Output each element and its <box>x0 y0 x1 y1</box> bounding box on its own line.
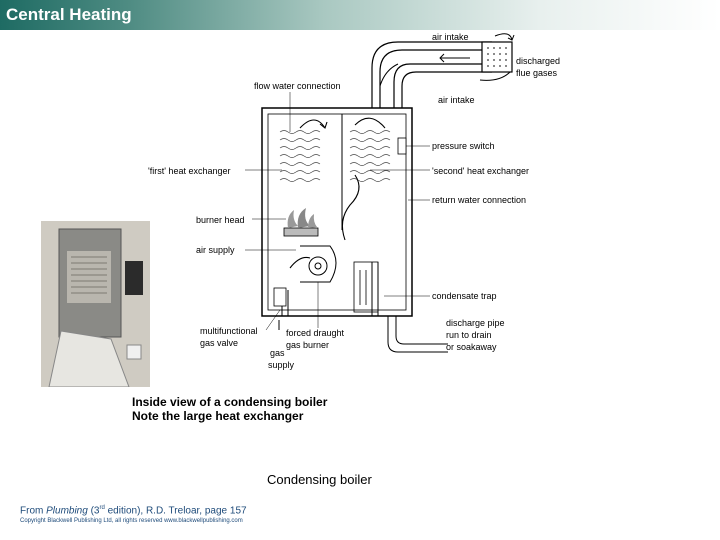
label-return-water-connection: return water connection <box>432 195 527 205</box>
flue-duct <box>371 41 513 110</box>
caption-line-1: Inside view of a condensing boiler <box>132 395 328 409</box>
flue-grille <box>487 47 507 67</box>
source-prefix: From <box>20 505 47 517</box>
page-title: Central Heating <box>6 5 132 24</box>
label-condensate-trap: condensate trap <box>432 291 497 301</box>
title-banner: Central Heating <box>0 0 720 30</box>
source-open: (3 <box>87 505 100 517</box>
label-air-intake-mid: air intake <box>438 95 475 105</box>
source-citation: From Plumbing (3rd edition), R.D. Treloa… <box>20 505 247 516</box>
diagram-subtitle: Condensing boiler <box>267 472 372 487</box>
forced-draught-fan <box>300 245 337 283</box>
boiler-photo-illustration <box>41 221 150 387</box>
label-multifunctional: multifunctional <box>200 326 258 336</box>
label-gas-burner: gas burner <box>286 340 330 350</box>
boiler-casing <box>261 107 413 317</box>
label-supply: supply <box>268 360 295 370</box>
label-gas: gas <box>270 348 285 358</box>
boiler-photo <box>41 221 150 387</box>
label-gas-valve: gas valve <box>200 338 239 348</box>
label-pressure-switch: pressure switch <box>432 141 495 151</box>
source-sup: rd <box>99 505 105 511</box>
caption-line-2: Note the large heat exchanger <box>132 409 304 423</box>
condensate-trap <box>353 261 379 313</box>
label-first-heat-exchanger: 'first' heat exchanger <box>148 166 231 176</box>
label-forced-draught: forced draught <box>286 328 345 338</box>
label-flue-gases: flue gases <box>516 68 558 78</box>
label-discharge-pipe: discharge pipe <box>446 318 505 328</box>
source-rest: edition), R.D. Treloar, page 157 <box>104 505 247 517</box>
flue-arrows <box>379 33 515 87</box>
label-or-soakaway: or soakaway <box>446 342 497 352</box>
burner-head <box>283 208 319 237</box>
label-flow-water-connection: flow water connection <box>254 81 341 91</box>
label-air-supply: air supply <box>196 245 235 255</box>
photo-caption: Inside view of a condensing boiler Note … <box>132 395 327 423</box>
copyright-notice: Copyright Blackwell Publishing Ltd, all … <box>20 518 243 524</box>
label-second-heat-exchanger: 'second' heat exchanger <box>432 166 530 176</box>
gas-flow-arrows <box>289 117 386 269</box>
second-heat-exchanger <box>349 130 391 182</box>
label-run-to-drain: run to drain <box>446 330 492 340</box>
pressure-switch <box>397 137 407 155</box>
first-heat-exchanger <box>279 130 321 182</box>
leader-lines <box>245 92 430 331</box>
label-discharged: discharged <box>516 56 561 66</box>
boiler-inner-casing <box>267 113 407 311</box>
gas-valve <box>273 287 287 307</box>
label-air-intake-top: air intake <box>432 32 469 42</box>
label-burner-head: burner head <box>196 215 245 225</box>
source-book: Plumbing <box>46 505 88 517</box>
